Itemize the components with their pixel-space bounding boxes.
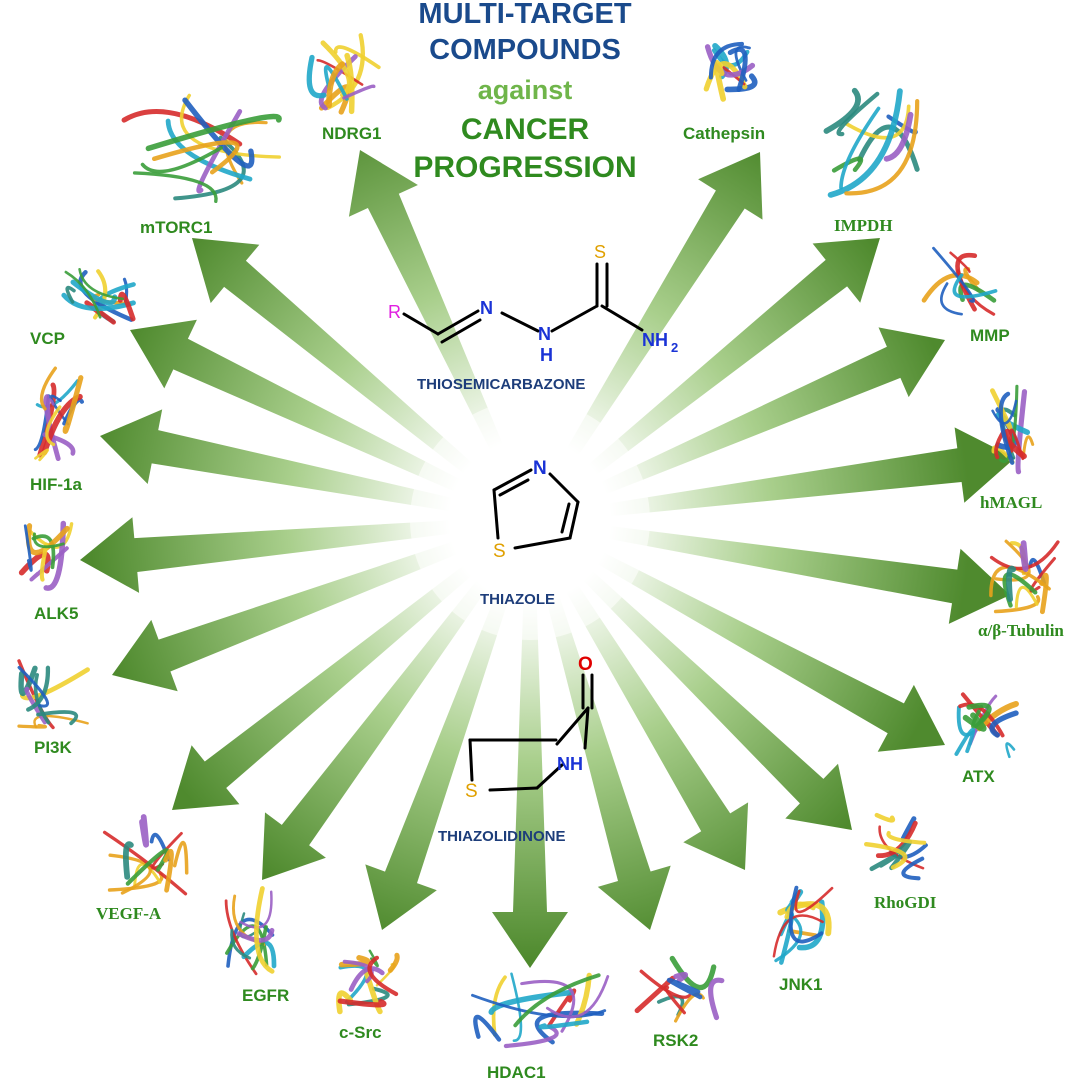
title-line-1: MULTI-TARGET: [418, 0, 632, 30]
thiazole-structure: N S: [492, 458, 580, 562]
atom-n2: N: [538, 324, 551, 344]
protein-rsk2-icon: [634, 955, 725, 1023]
protein-rhogdi-icon: [864, 812, 928, 881]
protein-vegfa-icon: [102, 814, 189, 896]
label-vcp: VCP: [30, 329, 65, 348]
thiazole-atom-s: S: [493, 541, 506, 562]
atom-s: S: [594, 242, 606, 262]
protein-atx-icon: [954, 692, 1019, 759]
title-line-3: against: [477, 75, 573, 105]
title-line-5: PROGRESSION: [413, 151, 637, 184]
arrow-to-hdac1: [492, 520, 568, 968]
title-line-2: COMPOUNDS: [429, 34, 621, 66]
protein-impdh-icon: [823, 87, 920, 198]
protein-vcp-icon: [61, 268, 136, 325]
label-hmagl: hMAGL: [980, 493, 1043, 512]
label-atx: ATX: [962, 767, 995, 786]
atom-r: R: [388, 302, 401, 322]
atom-h: H: [540, 345, 553, 365]
protein-pi3k-icon: [17, 659, 90, 730]
thiazole-atom-n: N: [533, 458, 547, 479]
label-egfr: EGFR: [242, 986, 290, 1005]
label-tubulin: α/β-Tubulin: [978, 621, 1064, 640]
protein-jnk1-icon: [772, 885, 834, 965]
protein-mmp-icon: [921, 246, 998, 316]
label-impdh: IMPDH: [834, 216, 893, 235]
protein-hif1a-icon: [33, 366, 84, 462]
arrow-to-tubulin: [529, 516, 1010, 624]
protein-cathepsin-icon: [703, 41, 758, 102]
protein-egfr-icon: [224, 886, 277, 976]
thiazolidinone-name: THIAZOLIDINONE: [438, 828, 566, 845]
label-mmp: MMP: [970, 326, 1010, 345]
protein-hmagl-icon: [990, 384, 1035, 475]
protein-ndrg1-icon: [306, 33, 381, 115]
label-jnk1: JNK1: [779, 975, 823, 994]
label-pi3k: PI3K: [34, 738, 72, 757]
thiazolidinone-atom-s: S: [465, 781, 478, 802]
label-rhogdi: RhoGDI: [874, 893, 937, 912]
protein-tubulin-icon: [989, 539, 1060, 615]
thiazolidinone-structure: O NH S: [465, 654, 594, 802]
thiazolidinone-atom-nh: NH: [557, 754, 583, 774]
thiosemicarbazone-name: THIOSEMICARBAZONE: [417, 376, 586, 393]
label-rsk2: RSK2: [653, 1031, 699, 1050]
atom-n1: N: [480, 298, 493, 318]
protein-mtorc1-icon: [121, 93, 282, 203]
thiazolidinone-atom-o: O: [578, 654, 593, 675]
label-csrc: c-Src: [339, 1023, 382, 1042]
label-hdac1: HDAC1: [487, 1063, 546, 1082]
label-mtorc1: mTORC1: [140, 218, 213, 237]
atom-nh2: NH: [642, 330, 668, 350]
protein-alk5-icon: [18, 520, 74, 591]
protein-hdac1-icon: [471, 972, 610, 1049]
thiosemicarbazone-structure: R N N H S NH 2: [388, 242, 678, 365]
thiazole-name: THIAZOLE: [480, 591, 555, 608]
title-line-4: CANCER: [460, 113, 590, 146]
protein-csrc-icon: [336, 949, 400, 1015]
arrow-to-hmagl: [529, 427, 1015, 524]
label-cathepsin: Cathepsin: [683, 124, 766, 143]
label-hif1a: HIF-1a: [30, 475, 82, 494]
label-alk5: ALK5: [34, 604, 79, 623]
label-ndrg1: NDRG1: [322, 124, 382, 143]
label-vegfa: VEGF-A: [96, 904, 162, 923]
atom-nh2-subscript: 2: [671, 340, 678, 355]
